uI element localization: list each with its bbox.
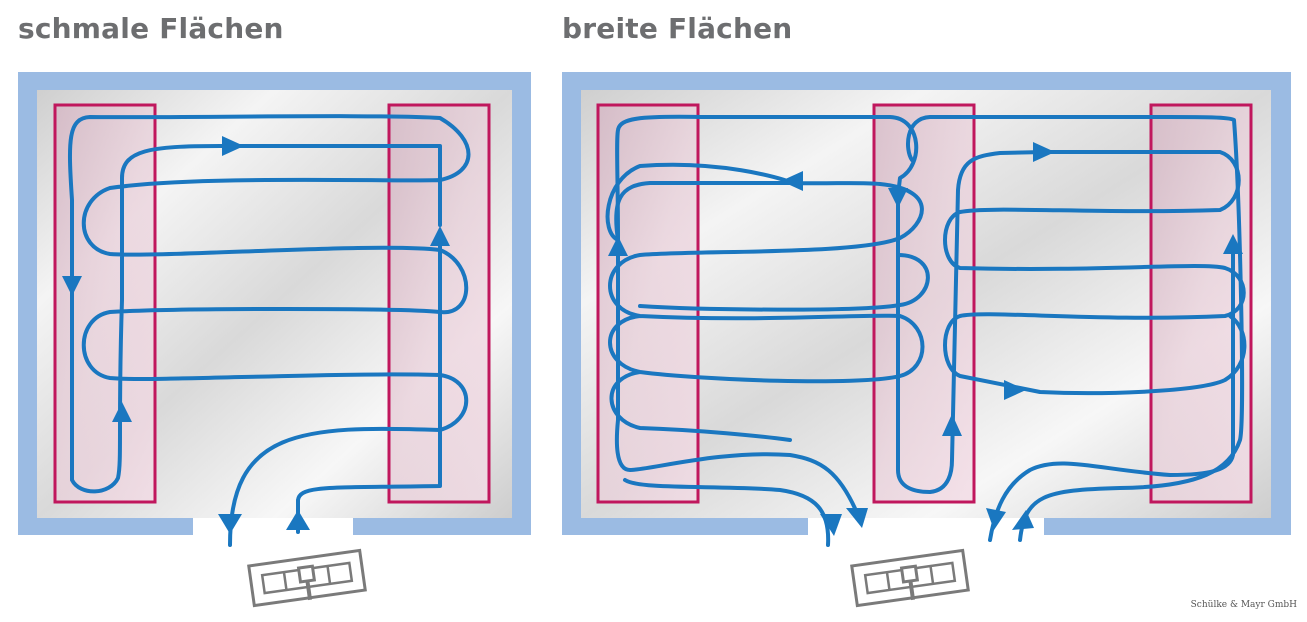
copyright-credit: Schülke & Mayr GmbH <box>1190 600 1297 610</box>
cleaning-path <box>67 114 471 547</box>
direction-arrow-icon <box>608 142 1243 536</box>
edge-zone <box>872 103 976 504</box>
cleaning-trolley-icon <box>850 548 970 608</box>
direction-arrow-icon <box>62 136 450 534</box>
cleaning-trolley-icon <box>247 548 367 608</box>
room-wide <box>562 72 1291 608</box>
panel-title-narrow: schmale Flächen <box>18 12 284 45</box>
panel-title-wide: breite Flächen <box>562 12 793 45</box>
cleaning-path <box>605 114 1247 547</box>
room-narrow <box>18 72 531 608</box>
